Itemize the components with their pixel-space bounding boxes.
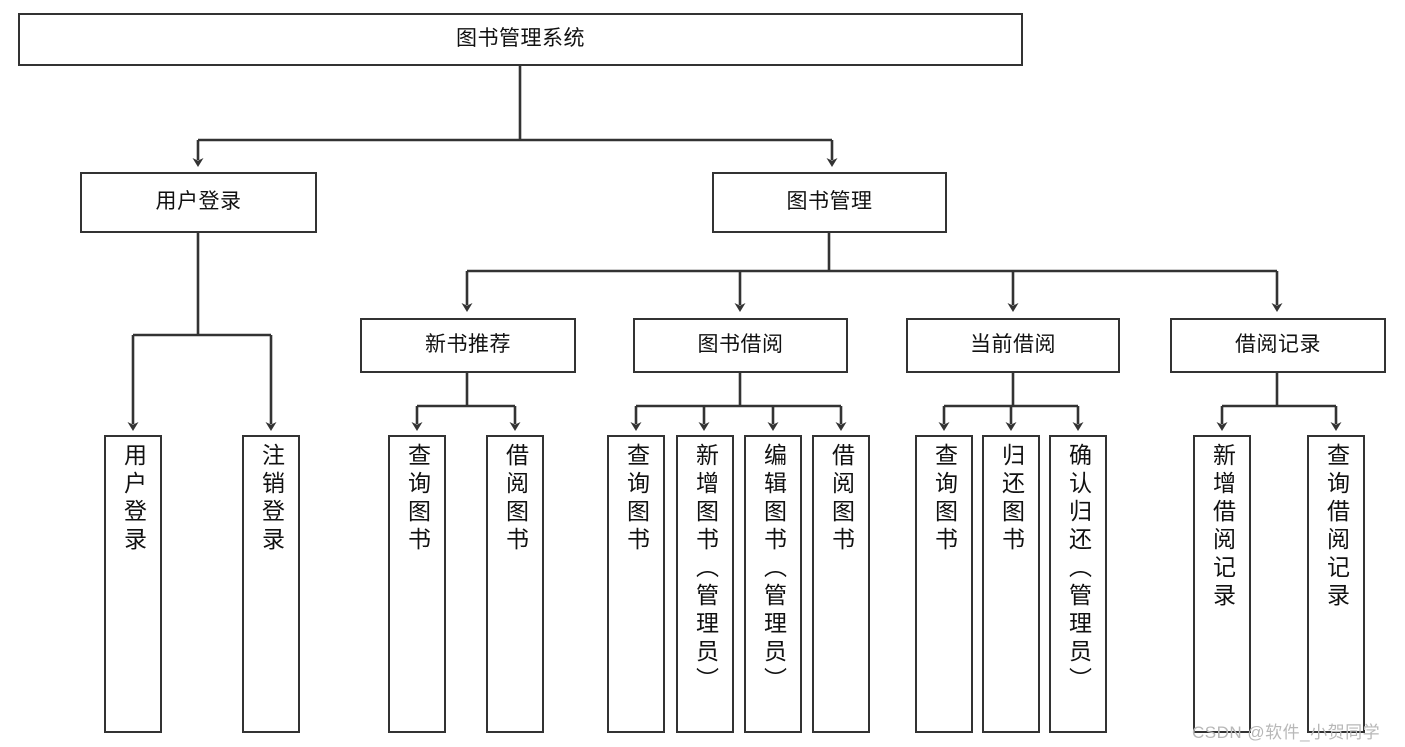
node-book-borrow[interactable]: 图书借阅 (633, 318, 848, 373)
node-borrow-record[interactable]: 借阅记录 (1170, 318, 1386, 373)
leaf-borrow-query-book[interactable]: 查询图书 (607, 435, 665, 733)
node-label: 确认归还（管理员） (1065, 443, 1092, 695)
node-label: 新增借阅记录 (1209, 443, 1236, 611)
node-label: 图书管理系统 (456, 27, 585, 51)
leaf-borrow-borrow-book[interactable]: 借阅图书 (812, 435, 870, 733)
node-label: 图书管理 (786, 190, 873, 214)
node-book-management[interactable]: 图书管理 (712, 172, 947, 233)
leaf-new-book-borrow[interactable]: 借阅图书 (486, 435, 544, 733)
leaf-new-book-query[interactable]: 查询图书 (388, 435, 446, 733)
leaf-record-query-record[interactable]: 查询借阅记录 (1307, 435, 1365, 733)
node-label: 查询图书 (931, 443, 958, 555)
leaf-current-query-book[interactable]: 查询图书 (915, 435, 973, 733)
leaf-borrow-add-book-admin[interactable]: 新增图书（管理员） (676, 435, 734, 733)
node-new-book-recommend[interactable]: 新书推荐 (360, 318, 576, 373)
leaf-record-add-record[interactable]: 新增借阅记录 (1193, 435, 1251, 733)
leaf-borrow-edit-book-admin[interactable]: 编辑图书（管理员） (744, 435, 802, 733)
csdn-watermark: CSDN @软件_小贺同学 (1192, 723, 1381, 742)
node-label: 注销登录 (258, 443, 285, 555)
node-label: 查询图书 (623, 443, 650, 555)
node-root-system[interactable]: 图书管理系统 (18, 13, 1023, 66)
node-label: 编辑图书（管理员） (760, 443, 787, 695)
node-label: 用户登录 (120, 443, 147, 555)
node-label: 当前借阅 (970, 333, 1056, 357)
leaf-user-login-login[interactable]: 用户登录 (104, 435, 162, 733)
node-label: 借阅图书 (502, 443, 529, 555)
node-label: 借阅记录 (1235, 333, 1321, 357)
node-label: 借阅图书 (828, 443, 855, 555)
node-current-borrow[interactable]: 当前借阅 (906, 318, 1120, 373)
node-label: 归还图书 (998, 443, 1025, 555)
node-label: 新增图书（管理员） (692, 443, 719, 695)
node-user-login[interactable]: 用户登录 (80, 172, 317, 233)
leaf-current-return-book[interactable]: 归还图书 (982, 435, 1040, 733)
leaf-user-login-logout[interactable]: 注销登录 (242, 435, 300, 733)
node-label: 查询图书 (404, 443, 431, 555)
node-label: 新书推荐 (425, 333, 511, 357)
node-label: 查询借阅记录 (1323, 443, 1350, 611)
node-label: 图书借阅 (697, 333, 784, 357)
leaf-current-confirm-return-admin[interactable]: 确认归还（管理员） (1049, 435, 1107, 733)
node-label: 用户登录 (155, 190, 242, 214)
